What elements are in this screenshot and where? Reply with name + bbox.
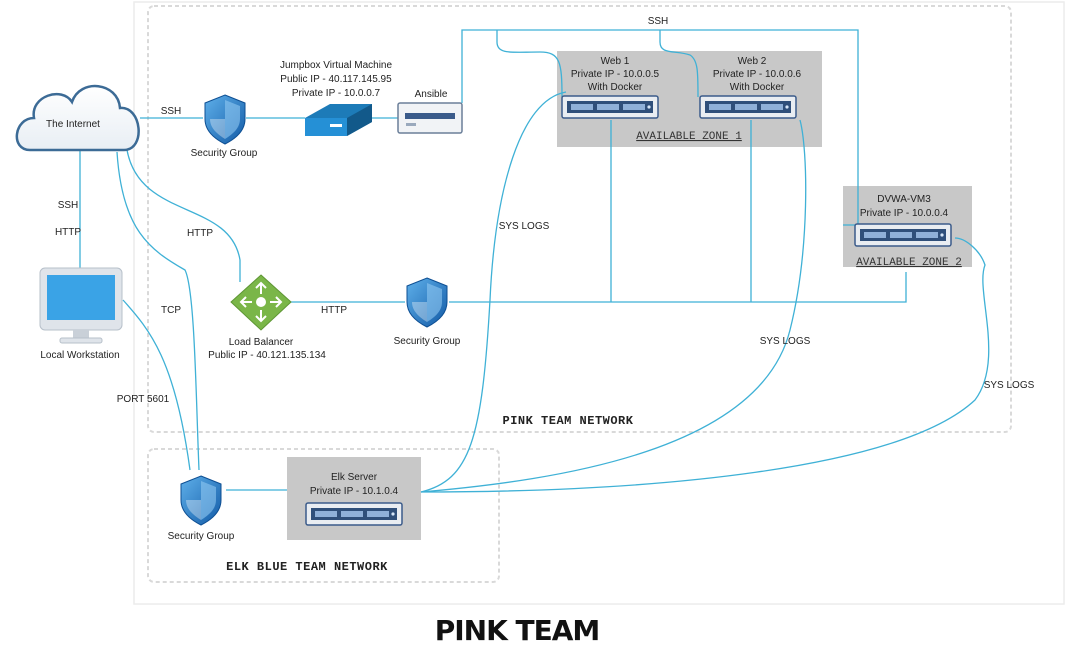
- elk-blue-team-network-label: ELK BLUE TEAM NETWORK: [226, 560, 388, 574]
- jumpbox-public-ip: Public IP - 40.117.145.95: [280, 74, 392, 85]
- http-lb-sg-label: HTTP: [321, 305, 347, 316]
- available-zone-2-label: AVAILABLE ZONE 2: [856, 257, 962, 269]
- web2-ip: Private IP - 10.0.0.6: [713, 69, 802, 80]
- elk-network-boundary: [147, 448, 500, 583]
- pink-team-network-label: PINK TEAM NETWORK: [503, 414, 634, 428]
- cloud-icon: [15, 85, 140, 152]
- dvwa-ip: Private IP - 10.0.0.4: [860, 208, 949, 219]
- workstation-icon: [39, 267, 123, 344]
- syslogs-web2-label: SYS LOGS: [760, 336, 811, 347]
- pink-team-network-boundary: [147, 5, 1012, 433]
- internet-label: The Internet: [46, 119, 100, 130]
- web2-server-icon: [699, 95, 797, 119]
- port-5601-label: PORT 5601: [117, 394, 170, 405]
- security-group-elk-shield-icon: [180, 475, 222, 526]
- http-workstation-label: HTTP: [55, 227, 81, 238]
- load-balancer-label: Load Balancer: [229, 337, 294, 348]
- web1-server-icon: [561, 95, 659, 119]
- jumpbox-title: Jumpbox Virtual Machine: [280, 60, 393, 71]
- available-zone-1-label: AVAILABLE ZONE 1: [636, 131, 742, 143]
- load-balancer-icon: [230, 274, 292, 331]
- ssh-internet-sg-label: SSH: [161, 106, 182, 117]
- web1-ip: Private IP - 10.0.0.5: [571, 69, 660, 80]
- security-group-middle-label: Security Group: [394, 336, 461, 347]
- security-group-middle-shield-icon: [406, 277, 448, 328]
- web1-docker: With Docker: [588, 82, 643, 93]
- elk-server-box: [287, 457, 421, 540]
- ssh-top-label: SSH: [648, 16, 669, 27]
- elk-title: Elk Server: [331, 472, 378, 483]
- elk-server-icon: [305, 502, 403, 526]
- security-group-top-shield-icon: [204, 94, 246, 145]
- security-group-elk-label: Security Group: [168, 531, 235, 542]
- ansible-label: Ansible: [415, 89, 448, 100]
- load-balancer-ip: Public IP - 40.121.135.134: [208, 350, 326, 361]
- tcp-label: TCP: [161, 305, 181, 316]
- dvwa-server-icon: [854, 223, 952, 247]
- page-title: PINK TEAM: [435, 614, 600, 647]
- local-workstation-label: Local Workstation: [40, 350, 119, 361]
- ansible-server-icon: [397, 102, 463, 134]
- syslogs-dvwa-label: SYS LOGS: [984, 380, 1035, 391]
- jumpbox-private-ip: Private IP - 10.0.0.7: [292, 88, 381, 99]
- ssh-workstation-label: SSH: [58, 200, 79, 211]
- web2-title: Web 2: [738, 56, 767, 67]
- syslogs-web1-label: SYS LOGS: [499, 221, 550, 232]
- web1-title: Web 1: [601, 56, 630, 67]
- connection-lines: [79, 29, 990, 493]
- security-group-top-label: Security Group: [191, 148, 258, 159]
- jumpbox-vm-icon: [305, 104, 372, 136]
- outer-frame: [133, 1, 1065, 605]
- dvwa-title: DVWA-VM3: [877, 194, 931, 205]
- http-lb-label: HTTP: [187, 228, 213, 239]
- web2-docker: With Docker: [730, 82, 785, 93]
- elk-ip: Private IP - 10.1.0.4: [310, 486, 399, 497]
